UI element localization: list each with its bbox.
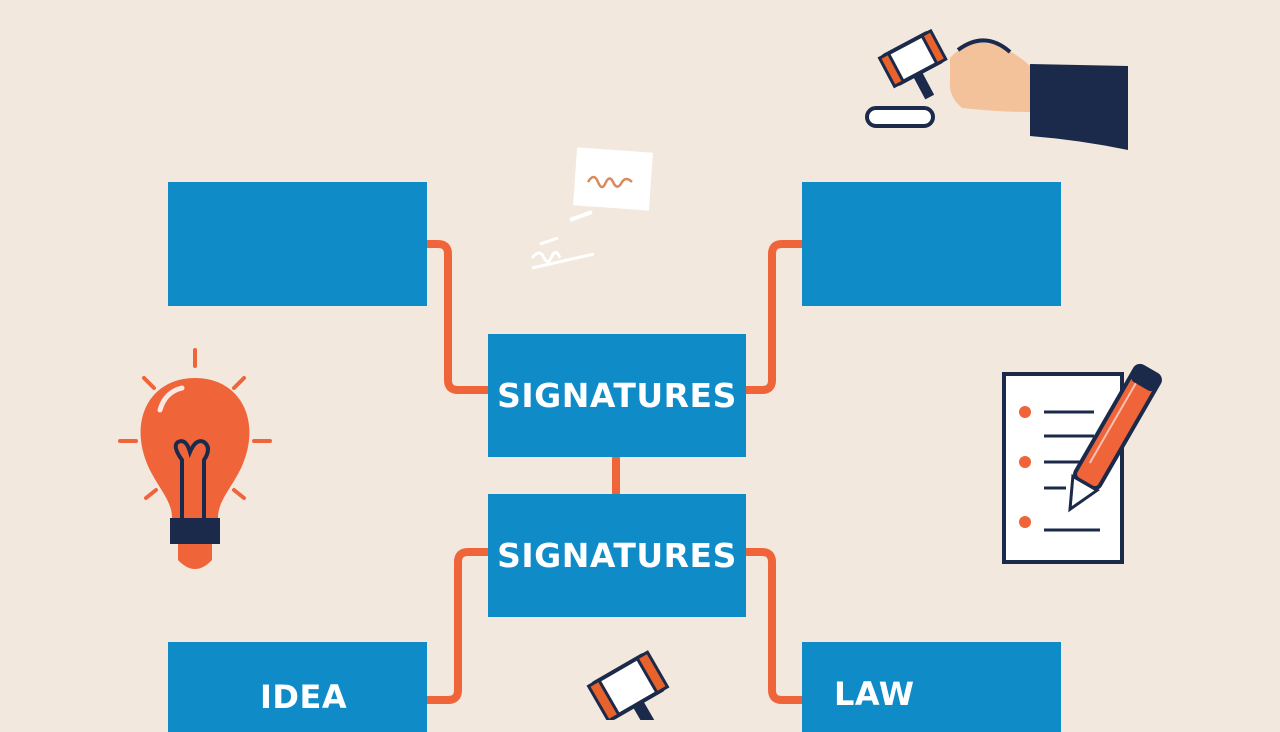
signature-note-icon [530, 147, 653, 270]
connector-top-right [742, 240, 806, 394]
connector-bottom-left [423, 548, 492, 704]
center-box-bottom-label: SIGNATURES [497, 536, 737, 575]
light-bulb-icon [118, 348, 272, 569]
center-box-bottom: SIGNATURES [488, 494, 746, 617]
checklist-pen-icon [1002, 363, 1162, 564]
top-right-box [802, 182, 1061, 306]
bottom-left-box-label: IDEA [260, 678, 348, 716]
gavel-hand-icon [865, 28, 1128, 150]
connector-top-left [423, 240, 492, 394]
center-box-top: SIGNATURES [488, 334, 746, 457]
gavel-icon [586, 650, 670, 720]
center-box-top-label: SIGNATURES [497, 376, 737, 415]
bottom-left-box: IDEA [168, 642, 427, 732]
bottom-right-box-label: LAW [834, 675, 915, 713]
top-left-box [168, 182, 427, 306]
connector-bottom-right [742, 548, 806, 704]
bottom-right-box: LAW [802, 642, 1061, 732]
